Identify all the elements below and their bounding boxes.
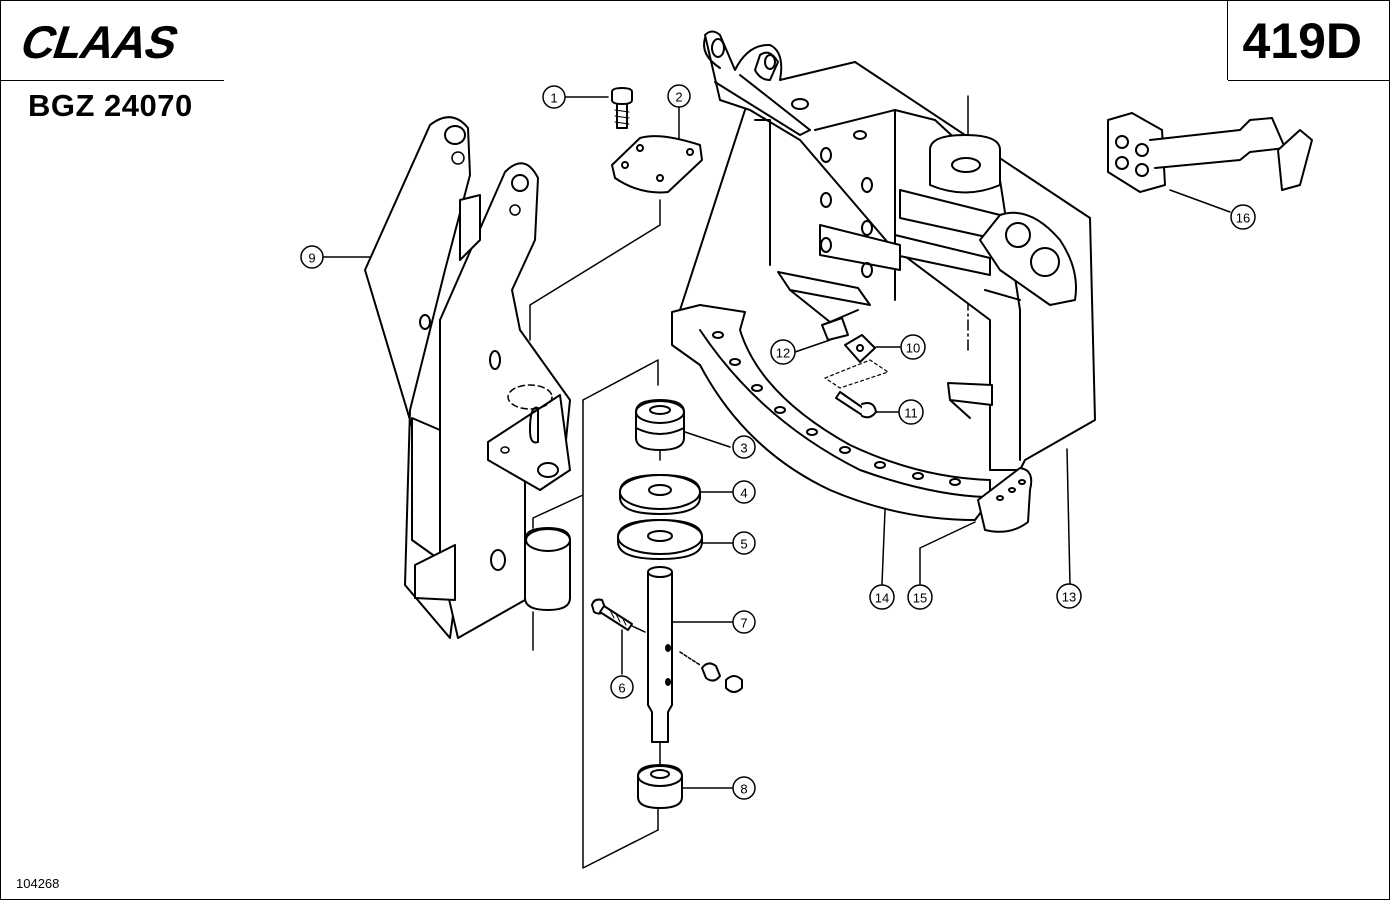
callout-1-label: 1: [550, 91, 557, 106]
callout-2: 2: [667, 84, 691, 108]
header-divider-vertical: [1227, 0, 1228, 80]
page-number: 419D: [1242, 13, 1362, 69]
callout-12: 12: [770, 339, 796, 365]
callout-5-label: 5: [740, 537, 747, 552]
part-15-bracket: [977, 467, 1033, 533]
part-2-cover-plate: [611, 135, 703, 194]
callout-9: 9: [300, 245, 324, 269]
part-6-bolt: [591, 598, 646, 633]
header-divider-right: [1228, 80, 1390, 81]
callout-7: 7: [732, 610, 756, 634]
callout-leaders: [323, 96, 1231, 789]
callout-11: 11: [898, 399, 924, 425]
callout-16-label: 16: [1236, 211, 1250, 226]
part-1-screw: [611, 87, 633, 129]
callout-4-label: 4: [740, 486, 747, 501]
model-code: BGZ 24070: [28, 88, 193, 123]
callout-10-label: 10: [906, 341, 920, 356]
claas-logo: CLAAS: [12, 17, 234, 69]
callout-14-label: 14: [875, 591, 889, 606]
callout-2-label: 2: [675, 90, 682, 105]
callout-6-label: 6: [618, 681, 625, 696]
callout-12-label: 12: [776, 346, 790, 361]
callout-15-label: 15: [913, 591, 927, 606]
callout-15: 15: [907, 584, 933, 610]
callout-4: 4: [732, 480, 756, 504]
header-divider-left: [0, 80, 224, 81]
part-11-screw: [835, 391, 877, 419]
part-10-clip: [824, 334, 889, 389]
callout-13-label: 13: [1062, 590, 1076, 605]
part-5-washer: [617, 519, 703, 560]
callout-11-label: 11: [904, 406, 918, 421]
callout-3: 3: [732, 435, 756, 459]
part-4-washer: [619, 474, 701, 515]
part-7-pin: [647, 566, 743, 743]
callout-3-label: 3: [740, 441, 747, 456]
part-3-bush: [635, 399, 685, 451]
callout-5: 5: [732, 531, 756, 555]
part-16-bracket: [1107, 112, 1313, 193]
callout-1: 1: [542, 85, 566, 109]
callout-8-label: 8: [740, 782, 747, 797]
callout-6: 6: [610, 675, 634, 699]
callout-9-label: 9: [308, 251, 315, 266]
part-12-clip: [821, 317, 849, 341]
assembly-guide-lines: [529, 95, 969, 869]
part-8-bush: [637, 764, 683, 809]
callout-7-label: 7: [740, 616, 747, 631]
callout-10: 10: [900, 334, 926, 360]
brand-wordmark: CLAAS: [14, 20, 184, 64]
callout-13: 13: [1056, 583, 1082, 609]
callout-14: 14: [869, 584, 895, 610]
callout-16: 16: [1230, 204, 1256, 230]
callout-8: 8: [732, 776, 756, 800]
drawing-number: 104268: [16, 876, 60, 891]
part-9-swing-frame: [364, 116, 571, 639]
